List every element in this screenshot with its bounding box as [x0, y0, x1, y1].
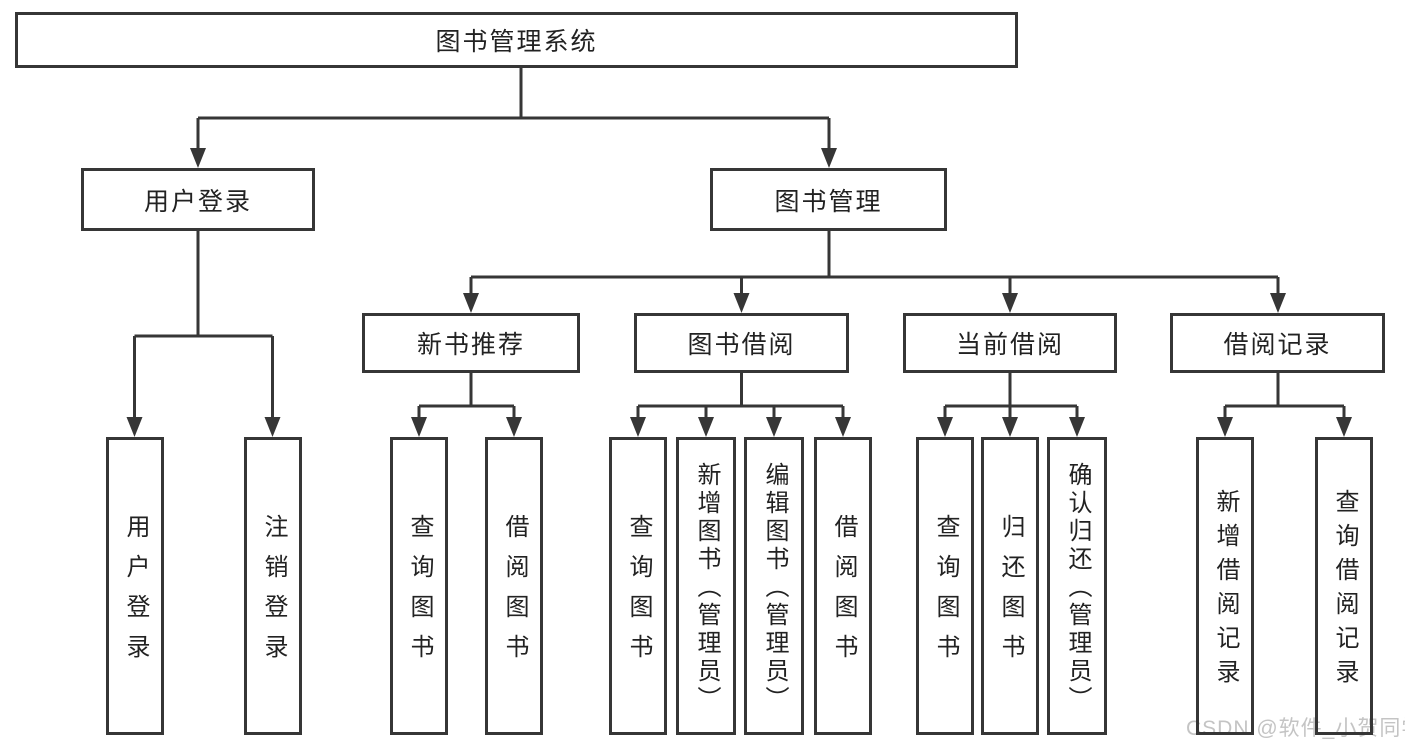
- leaf-query-borrow-record: 查询借阅记录: [1315, 437, 1373, 735]
- node-new-book-recommend: 新书推荐: [362, 313, 580, 373]
- leaf-query-books-current: 查询图书: [916, 437, 974, 735]
- node-book-management: 图书管理: [710, 168, 947, 231]
- leaf-query-books-borrow-label: 查询图书: [625, 514, 652, 674]
- watermark: CSDN @软件_小贺同学: [1186, 717, 1405, 740]
- leaf-add-borrow-record: 新增借阅记录: [1196, 437, 1254, 735]
- leaf-add-books-admin: 新增图书（管理员）: [676, 437, 736, 735]
- leaf-borrow-books-recommend-label: 借阅图书: [501, 514, 528, 674]
- leaf-user-login: 用户登录: [106, 437, 164, 735]
- leaf-logout-label: 注销登录: [260, 514, 287, 674]
- leaf-query-books-recommend: 查询图书: [390, 437, 448, 735]
- leaf-borrow-books: 借阅图书: [814, 437, 872, 735]
- node-book-borrow: 图书借阅: [634, 313, 849, 373]
- leaf-add-borrow-record-label: 新增借阅记录: [1212, 489, 1239, 693]
- leaf-query-borrow-record-label: 查询借阅记录: [1331, 489, 1358, 693]
- leaf-edit-books-admin-label: 编辑图书（管理员）: [761, 462, 788, 714]
- node-root-system: 图书管理系统: [15, 12, 1018, 68]
- node-borrow-records: 借阅记录: [1170, 313, 1385, 373]
- leaf-logout: 注销登录: [244, 437, 302, 735]
- leaf-confirm-return-admin-label: 确认归还（管理员）: [1064, 462, 1091, 714]
- leaf-query-books-recommend-label: 查询图书: [406, 514, 433, 674]
- leaf-return-books: 归还图书: [981, 437, 1039, 735]
- leaf-query-books-borrow: 查询图书: [609, 437, 667, 735]
- leaf-return-books-label: 归还图书: [997, 514, 1024, 674]
- leaf-edit-books-admin: 编辑图书（管理员）: [744, 437, 804, 735]
- node-current-borrow: 当前借阅: [903, 313, 1117, 373]
- node-user-login: 用户登录: [81, 168, 315, 231]
- leaf-user-login-label: 用户登录: [122, 514, 149, 674]
- leaf-borrow-books-label: 借阅图书: [830, 514, 857, 674]
- leaf-add-books-admin-label: 新增图书（管理员）: [693, 462, 720, 714]
- leaf-confirm-return-admin: 确认归还（管理员）: [1047, 437, 1107, 735]
- leaf-query-books-current-label: 查询图书: [932, 514, 959, 674]
- leaf-borrow-books-recommend: 借阅图书: [485, 437, 543, 735]
- arrowheads: [126, 148, 1352, 437]
